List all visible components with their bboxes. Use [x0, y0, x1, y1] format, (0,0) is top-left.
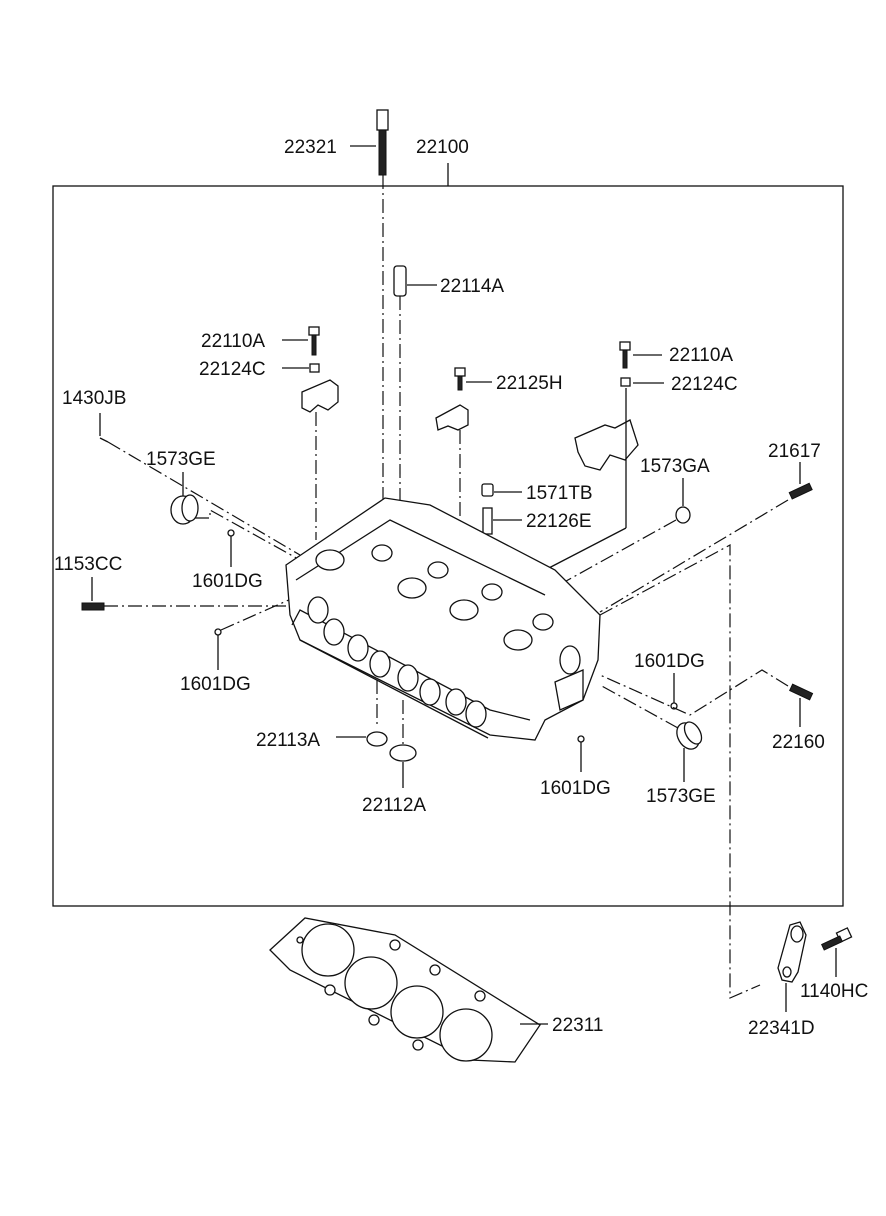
plug-1601DG-b	[214, 628, 222, 636]
hanger-bracket-22341D	[777, 921, 807, 983]
label-21617: 21617	[768, 441, 821, 462]
plug-1601DG-a	[227, 529, 235, 537]
cylinder-head-22100	[285, 497, 601, 741]
washer-22124C-left	[309, 363, 320, 373]
label-1601DG-c: 1601DG	[634, 651, 705, 672]
seal-22113A	[366, 731, 388, 747]
centerline-21617	[599, 499, 789, 613]
plug-1573GA	[675, 506, 691, 524]
label-22311: 22311	[552, 1015, 603, 1036]
washer-22124C-right	[620, 377, 631, 387]
cap-plug-1573GE-bottom	[676, 721, 703, 750]
stud-1153CC	[81, 602, 105, 611]
seal-22112A	[389, 744, 417, 762]
label-1601DG-d: 1601DG	[540, 778, 611, 799]
cap-plug-1573GE-top	[170, 494, 199, 525]
label-22124C-right: 22124C	[671, 374, 738, 395]
label-1571TB: 1571TB	[526, 483, 593, 504]
centerline-1573GA	[549, 519, 677, 591]
label-22341D: 22341D	[748, 1018, 815, 1039]
cam-cap-bolt-right	[619, 341, 631, 369]
label-1573GE-bottom: 1573GE	[646, 786, 716, 807]
dowel-pin-22114A	[393, 265, 407, 525]
label-22125H: 22125H	[496, 373, 563, 394]
pin-22126E	[482, 507, 493, 535]
label-22126E: 22126E	[526, 511, 592, 532]
label-22110A-right: 22110A	[669, 345, 733, 366]
label-1140HC: 1140HC	[800, 981, 868, 1002]
plug-1571TB	[481, 483, 494, 497]
label-22160: 22160	[772, 732, 825, 753]
stud-22160	[789, 683, 814, 701]
cam-cap-center	[435, 404, 469, 431]
centerline-1430JB	[107, 441, 301, 556]
label-22321: 22321	[284, 137, 337, 158]
label-1601DG-b: 1601DG	[180, 674, 251, 695]
plug-1601DG-d	[577, 735, 585, 743]
centerline-22341D	[599, 543, 761, 999]
label-1153CC: 1153CC	[54, 554, 122, 575]
label-22114A: 22114A	[440, 276, 504, 297]
head-bolt-22321	[376, 109, 389, 500]
label-22110A-left: 22110A	[201, 331, 265, 352]
cam-cap-left	[301, 379, 339, 413]
pin-1430JB	[99, 437, 109, 443]
cam-bracket-right	[574, 419, 639, 471]
label-1430JB: 1430JB	[62, 388, 126, 409]
centerline-1573GE-bottom	[599, 684, 679, 729]
leader-bracket-2	[544, 527, 627, 571]
centerline-1601DG-b	[220, 594, 301, 631]
label-22100: 22100	[416, 137, 469, 158]
label-22113A: 22113A	[256, 730, 320, 751]
cam-cap-bolt-left	[308, 326, 320, 356]
head-gasket-22311	[269, 917, 541, 1063]
label-1573GA: 1573GA	[640, 456, 710, 477]
bolt-22125H	[454, 367, 466, 391]
bolt-1140HC	[821, 927, 853, 951]
label-22112A: 22112A	[362, 795, 426, 816]
stud-21617	[788, 482, 813, 500]
label-22124C-left: 22124C	[199, 359, 266, 380]
centerline-22160	[599, 669, 789, 716]
label-1601DG-a: 1601DG	[192, 571, 263, 592]
centerline-1573GE-top	[195, 508, 301, 561]
label-1573GE-top: 1573GE	[146, 449, 216, 470]
